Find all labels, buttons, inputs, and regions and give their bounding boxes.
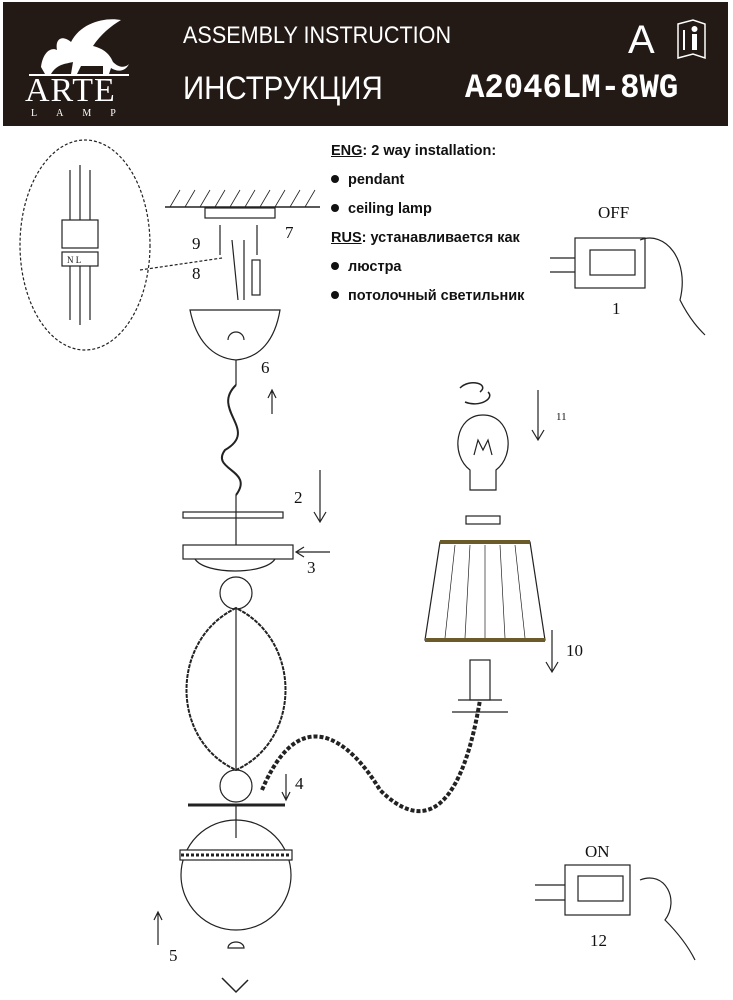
wiring-detail-callout bbox=[19, 139, 151, 351]
lamp-arm bbox=[260, 699, 482, 814]
step-number: 2 bbox=[294, 488, 303, 507]
step-number: 8 bbox=[192, 264, 201, 283]
arrow-down-icon bbox=[531, 390, 545, 442]
arrow-down-icon bbox=[281, 774, 291, 802]
step-number: 11 bbox=[556, 411, 567, 423]
arrow-left-icon bbox=[294, 546, 330, 558]
frame-bar bbox=[182, 544, 294, 560]
step-number: 3 bbox=[307, 558, 316, 577]
model-number: A2046LM-8WG bbox=[465, 70, 679, 108]
step-number: 10 bbox=[566, 641, 583, 660]
manual-info-icon bbox=[677, 19, 706, 60]
step-number: 7 bbox=[285, 223, 294, 242]
step-number: 12 bbox=[590, 931, 607, 950]
brand-name: ARTE bbox=[25, 72, 116, 109]
switch-off-label: OFF bbox=[598, 203, 629, 222]
terminal-labels: N L bbox=[67, 255, 81, 265]
rus-item: потолочный светильник bbox=[348, 288, 525, 304]
switch-on-diagram bbox=[535, 864, 696, 961]
terminal-block bbox=[61, 165, 99, 325]
rus-item: люстра bbox=[348, 259, 402, 275]
title-english: ASSEMBLY INSTRUCTION bbox=[183, 22, 452, 49]
language-letter: A bbox=[628, 18, 655, 62]
header-banner: ARTE LAMP ASSEMBLY INSTRUCTION ИНСТРУКЦИ… bbox=[3, 2, 728, 126]
mounting-plate bbox=[204, 207, 276, 219]
arrow-down-icon bbox=[313, 470, 327, 524]
canopy bbox=[189, 309, 281, 361]
eng-item: pendant bbox=[348, 172, 405, 188]
step-number: 6 bbox=[261, 358, 270, 377]
arrow-up-icon bbox=[153, 910, 163, 945]
light-bulb bbox=[457, 414, 509, 491]
step-number: 1 bbox=[612, 299, 621, 318]
step-number: 4 bbox=[295, 774, 304, 793]
screwdriver-icon bbox=[251, 259, 261, 296]
installation-notes: ENG: 2 way installation: pendant ceiling… bbox=[331, 140, 524, 314]
switch-on-label: ON bbox=[585, 842, 610, 861]
rus-text: : устанавливается как bbox=[361, 230, 520, 246]
eng-label: ENG bbox=[331, 143, 363, 159]
chain bbox=[221, 384, 242, 496]
winged-lion-logo bbox=[29, 19, 129, 76]
brand-subtitle: LAMP bbox=[31, 108, 135, 119]
arrow-up-icon bbox=[267, 388, 277, 414]
switch-off-diagram bbox=[550, 237, 706, 336]
rus-label: RUS bbox=[331, 230, 362, 246]
bottom-ball bbox=[180, 819, 292, 931]
eng-item: ceiling lamp bbox=[348, 201, 432, 217]
arrow-down-icon bbox=[545, 630, 559, 674]
step-number: 9 bbox=[192, 234, 201, 253]
eng-text: : 2 way installation: bbox=[362, 143, 497, 159]
step-number: 5 bbox=[169, 946, 178, 965]
title-russian: ИНСТРУКЦИЯ bbox=[183, 70, 383, 106]
